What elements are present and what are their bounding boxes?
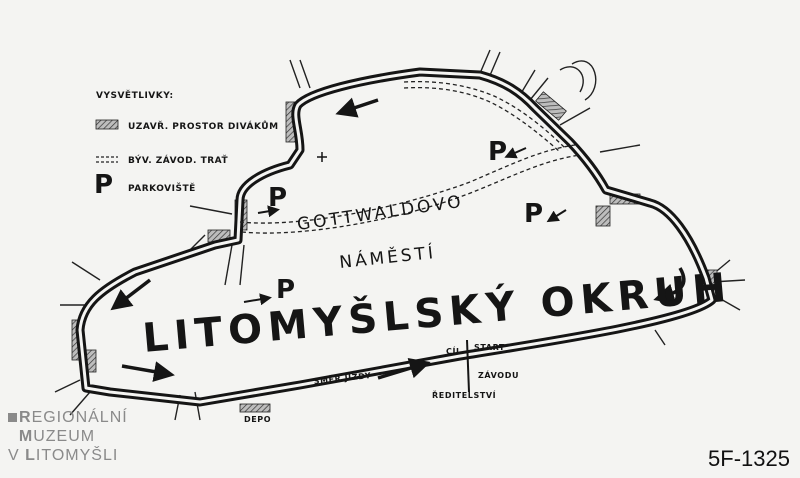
arrow-north: [335, 97, 379, 118]
square-name-line2: NÁMĚSTÍ: [338, 241, 437, 273]
parking-sign-4: P: [524, 199, 543, 229]
legend-parking-symbol: P: [94, 170, 113, 200]
map-title: LITOMYŠLSKÝ OKRUH: [141, 262, 734, 362]
legend: VYSVĚTLIVKY: UZAVŘ. PROSTOR DIVÁKŮM BÝV.…: [94, 89, 279, 200]
square-name-line1: GOTTWALDOVO: [296, 192, 465, 235]
arrow-west-top: [110, 278, 152, 311]
arrow-east-loop: [653, 267, 686, 305]
parking-sign-2: P: [276, 275, 295, 305]
parking-sign-3: P: [488, 137, 507, 167]
legend-former-track-label: BÝV. ZÁVOD. TRAŤ: [128, 154, 228, 166]
arrow-bottom-right: [377, 358, 431, 380]
depot-label: DEPO: [244, 415, 271, 424]
legend-hatched-swatch: [95, 119, 119, 130]
race-label: ZÁVODU: [478, 369, 519, 380]
legend-closed-label: UZAVŘ. PROSTOR DIVÁKŮM: [128, 120, 279, 132]
direction-arrows: [110, 97, 686, 382]
finish-label: CÍL: [446, 345, 462, 356]
legend-parking-label: PARKOVIŠTĚ: [128, 182, 196, 194]
legend-title: VYSVĚTLIVKY:: [96, 89, 174, 101]
watermark-line-3: V LITOMYŠLI: [8, 447, 119, 464]
direction-label: SMĚR JÍZDY: [313, 369, 372, 386]
start-finish-line: [466, 339, 470, 393]
former-race-track: [239, 80, 581, 234]
directorate-label: ŘEDITELSTVÍ: [432, 389, 496, 400]
parking-sign-1: P: [268, 183, 287, 213]
arrow-bottom-left: [121, 361, 175, 382]
parking-arrows: [243, 147, 567, 306]
start-label: START: [474, 343, 505, 352]
watermark-line-1: REGIONÁLNÍ: [8, 408, 128, 427]
side-streets: [54, 49, 746, 421]
catalog-code: 5F-1325: [708, 446, 790, 471]
watermark-line-2: MUZEUM: [18, 428, 96, 445]
museum-watermark: REGIONÁLNÍ MUZEUM V LITOMYŠLI: [8, 408, 128, 465]
